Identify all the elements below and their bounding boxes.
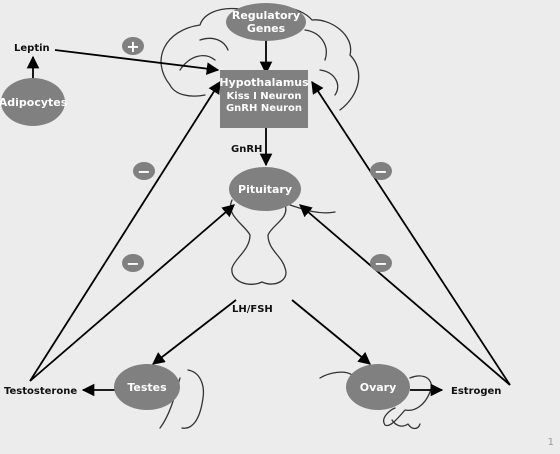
pituitary-label: Pituitary — [238, 183, 292, 196]
leptin-label: Leptin — [14, 43, 50, 54]
arrow-testosterone-to-pituitary — [29, 204, 235, 382]
ovary-label: Ovary — [360, 381, 397, 394]
arrow-pituitary-to-testes — [152, 299, 237, 365]
gnrh-label: GnRH — [231, 144, 262, 155]
arrow-leptin-to-hypothalamus — [54, 49, 220, 75]
hypothalamus-title: Hypothalamus — [219, 76, 309, 89]
arrow-testosterone-to-hypothalamus — [29, 80, 221, 382]
pituitary-sketch — [229, 199, 336, 285]
negative-sign-estrogen-hypothalamus: − — [370, 162, 392, 181]
node-regulatory-genes: Regulatory Genes — [226, 3, 306, 41]
page-number: 1 — [547, 437, 554, 448]
hypothalamus-gnrh-neuron: GnRH Neuron — [226, 103, 302, 114]
svg-text:−: − — [374, 254, 387, 273]
hypothalamus-kiss-neuron: Kiss I Neuron — [227, 91, 302, 102]
negative-sign-estrogen-pituitary: − — [370, 254, 392, 273]
svg-text:−: − — [126, 254, 139, 273]
testes-label: Testes — [127, 381, 167, 394]
positive-sign-leptin: + — [122, 37, 144, 56]
svg-text:−: − — [137, 162, 150, 181]
negative-sign-testosterone-pituitary: − — [122, 254, 144, 273]
lh-fsh-label: LH/FSH — [232, 304, 273, 315]
arrow-estrogen-to-hypothalamus — [311, 80, 511, 386]
node-hypothalamus: Hypothalamus Kiss I Neuron GnRH Neuron — [219, 70, 309, 128]
regulatory-genes-line-1: Regulatory — [232, 9, 300, 22]
arrows — [26, 40, 511, 397]
testosterone-label: Testosterone — [4, 386, 77, 397]
node-pituitary: Pituitary — [229, 167, 301, 211]
node-testes: Testes — [114, 364, 180, 410]
svg-text:−: − — [374, 162, 387, 181]
estrogen-label: Estrogen — [451, 386, 501, 397]
arrow-estrogen-to-pituitary — [299, 204, 511, 386]
negative-sign-testosterone-hypothalamus: − — [133, 162, 155, 181]
adipocytes-label: Adipocytes — [0, 96, 68, 109]
svg-text:+: + — [126, 37, 139, 56]
node-adipocytes: Adipocytes — [0, 78, 68, 126]
ovary-sketch — [319, 371, 432, 430]
regulatory-genes-line-2: Genes — [247, 22, 286, 35]
node-ovary: Ovary — [346, 364, 410, 410]
arrow-pituitary-to-ovary — [291, 299, 371, 365]
